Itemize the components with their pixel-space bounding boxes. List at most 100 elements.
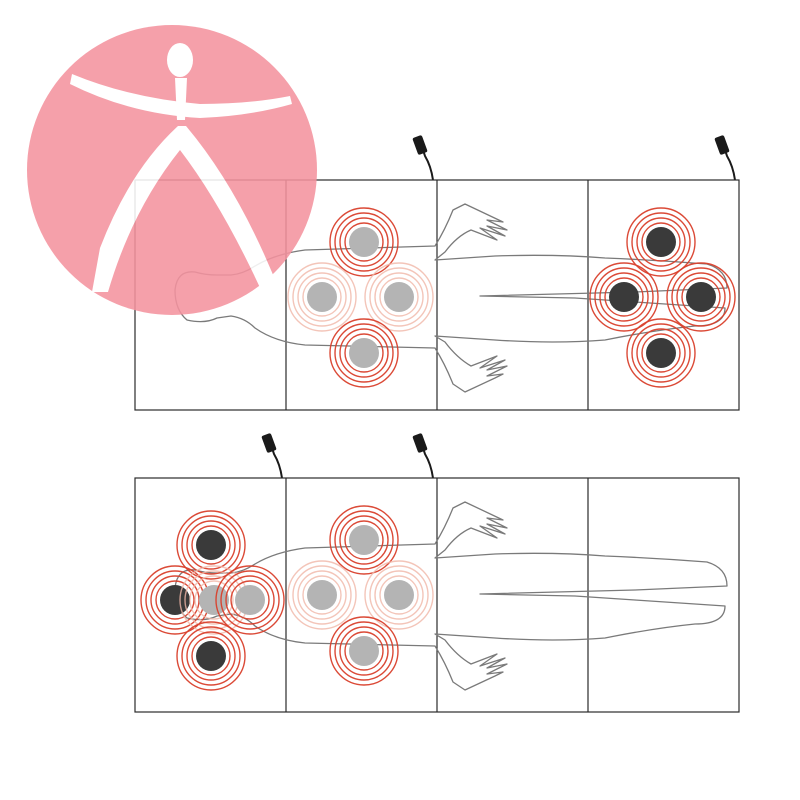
massage-node-center [235,585,265,615]
massage-node-center [349,227,379,257]
logo-figure-torso [175,78,187,120]
massage-node-center [349,338,379,368]
massage-node-center [307,282,337,312]
massage-ring [215,565,285,635]
massage-ring [287,262,357,332]
massage-node-head-top [176,510,246,580]
power-cable-panel-4 [714,135,736,181]
massage-ring [292,267,352,327]
logo-figure-head [167,43,193,77]
massage-ring [186,520,236,570]
massage-ring [626,207,696,277]
massage-ring [181,626,241,686]
massage-ring [155,580,195,620]
massage-ring [641,222,681,262]
massage-node-center [196,641,226,671]
cable-wire [724,149,736,181]
massage-node-head-bottom [176,621,246,691]
massage-ring [636,328,686,378]
massage-node-center [160,585,190,615]
massage-ring [626,318,696,388]
massage-node-center [199,585,229,615]
massage-ring [297,570,347,620]
massage-ring [681,277,721,317]
massage-ring [176,621,246,691]
massage-ring [334,621,394,681]
massage-ring [676,272,726,322]
massage-ring [369,267,429,327]
person-figure-logo [27,25,317,315]
massage-ring [339,626,389,676]
massage-node-upper-back-right [364,560,434,630]
massage-ring [329,318,399,388]
massage-node-right-ankle [666,262,736,332]
massage-node-upper-back-left [287,560,357,630]
massage-ring [225,575,275,625]
cable-plug-icon [261,433,277,453]
massage-ring [339,515,389,565]
massage-ring [302,575,342,615]
massage-ring [599,272,649,322]
massage-ring [287,560,357,630]
massage-node-center [349,525,379,555]
massage-ring [369,565,429,625]
massage-node-right-shoulder [329,616,399,686]
massage-ring [329,616,399,686]
massage-node-right-calf [626,318,696,388]
massage-ring [364,560,434,630]
massage-ring [344,222,384,262]
power-cable-panel-1 [261,433,283,479]
massage-ring [364,262,434,332]
cable-wire [422,149,434,181]
massage-node-upper-back-right [364,262,434,332]
massage-ring [181,515,241,575]
massage-ring [379,575,419,615]
massage-ring [589,262,659,332]
massage-node-upper-back-left [287,262,357,332]
massage-ring [191,525,231,565]
massage-node-left-calf [626,207,696,277]
massage-ring [339,217,389,267]
massage-ring [292,565,352,625]
massage-node-center [686,282,716,312]
cable-wire [422,447,434,479]
massage-ring [379,277,419,317]
massage-ring [641,333,681,373]
massage-ring [194,580,234,620]
mat-2 [134,433,740,713]
massage-ring [176,510,246,580]
massage-node-head-right [215,565,285,635]
massage-ring [671,267,731,327]
logo-figure-legs [92,126,280,292]
power-cable-panel-2 [412,433,434,479]
logo-figure-arms [70,74,292,118]
massage-node-center [196,530,226,560]
massage-ring [230,580,270,620]
cable-plug-icon [714,135,730,155]
massage-ring [374,272,424,322]
massage-node-center [646,338,676,368]
massage-node-left-shoulder [329,207,399,277]
massage-ring [631,212,691,272]
massage-ring [329,505,399,575]
massage-ring [191,636,231,676]
massage-ring [344,333,384,373]
massage-ring [666,262,736,332]
cable-plug-icon [412,135,428,155]
massage-node-left-ankle [589,262,659,332]
massage-ring [186,631,236,681]
logo-group [27,25,317,315]
massage-ring [594,267,654,327]
cable-plug-icon [412,433,428,453]
massage-ring [344,520,384,560]
massage-ring [374,570,424,620]
massage-ring [302,277,342,317]
massage-ring [329,207,399,277]
cable-wire [271,447,283,479]
massage-ring [297,272,347,322]
massage-node-center [349,636,379,666]
massage-node-right-shoulder [329,318,399,388]
massage-ring [334,510,394,570]
massage-node-center [384,580,414,610]
